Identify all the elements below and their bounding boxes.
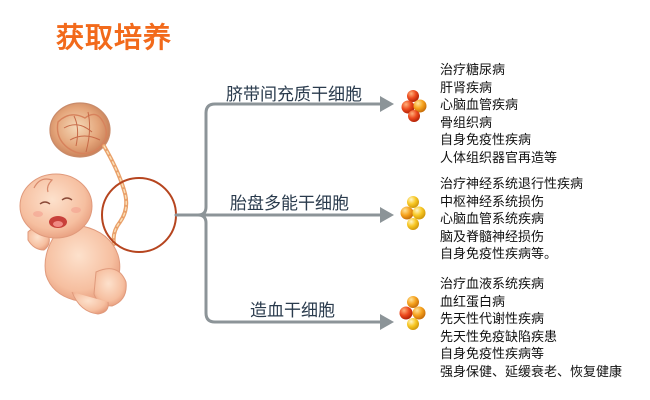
arrowheads [380, 96, 394, 330]
cell-cluster-icon [401, 90, 427, 122]
baby-illustration [19, 173, 127, 315]
list-item: 治疗糖尿病 [440, 63, 506, 78]
indication-list-hematopoietic: 治疗血液系统疾病 血红蛋白病 先天性代谢性疾病 先天性免疫缺陷疾患 自身免疫性疾… [440, 276, 622, 382]
branch-label-hematopoietic: 造血干细胞 [250, 301, 335, 321]
list-item: 先天性免疫缺陷疾患 [440, 329, 558, 345]
list-item: 血红蛋白病 [440, 294, 506, 310]
list-item: 自身免疫性疾病 [440, 133, 532, 149]
branch-label-umbilical: 脐带间充质干细胞 [226, 85, 362, 105]
list-item: 骨组织病 [440, 115, 493, 131]
branch-connectors [174, 102, 384, 324]
list-item: 强身保健、延缓衰老、恢复健康 [440, 364, 623, 380]
list-item: 肝肾疾病 [440, 80, 493, 96]
branch-label-placenta: 胎盘多能干细胞 [230, 194, 349, 214]
list-item: 人体组织器官再造等 [440, 150, 558, 166]
page-title: 获取培养 [56, 21, 173, 54]
list-item: 自身免疫性疾病等。 [440, 247, 558, 263]
list-item: 治疗神经系统退行性疾病 [440, 177, 584, 192]
arrow-icon [380, 96, 394, 112]
list-item: 自身免疫性疾病等 [440, 347, 545, 363]
indication-list-umbilical: 治疗糖尿病 肝肾疾病 心脑血管疾病 骨组织病 自身免疫性疾病 人体组织器官再造等 [440, 62, 557, 168]
cell-cluster-icon [399, 296, 426, 330]
list-item: 中枢神经系统损伤 [440, 194, 545, 210]
list-item: 心脑血管疾病 [440, 98, 519, 114]
list-item: 治疗血液系统疾病 [440, 277, 545, 292]
arrow-icon [380, 207, 394, 223]
highlight-circle [101, 177, 177, 253]
cell-cluster-icon [400, 196, 426, 230]
arrow-icon [380, 314, 394, 330]
placenta-illustration [49, 102, 111, 158]
list-item: 心脑血管系统疾病 [440, 212, 545, 228]
list-item: 先天性代谢性疾病 [440, 312, 545, 328]
list-item: 脑及脊髓神经损伤 [440, 229, 545, 245]
indication-list-placenta: 治疗神经系统退行性疾病 中枢神经系统损伤 心脑血管系统疾病 脑及脊髓神经损伤 自… [440, 176, 583, 264]
connector-line-3 [196, 213, 384, 324]
